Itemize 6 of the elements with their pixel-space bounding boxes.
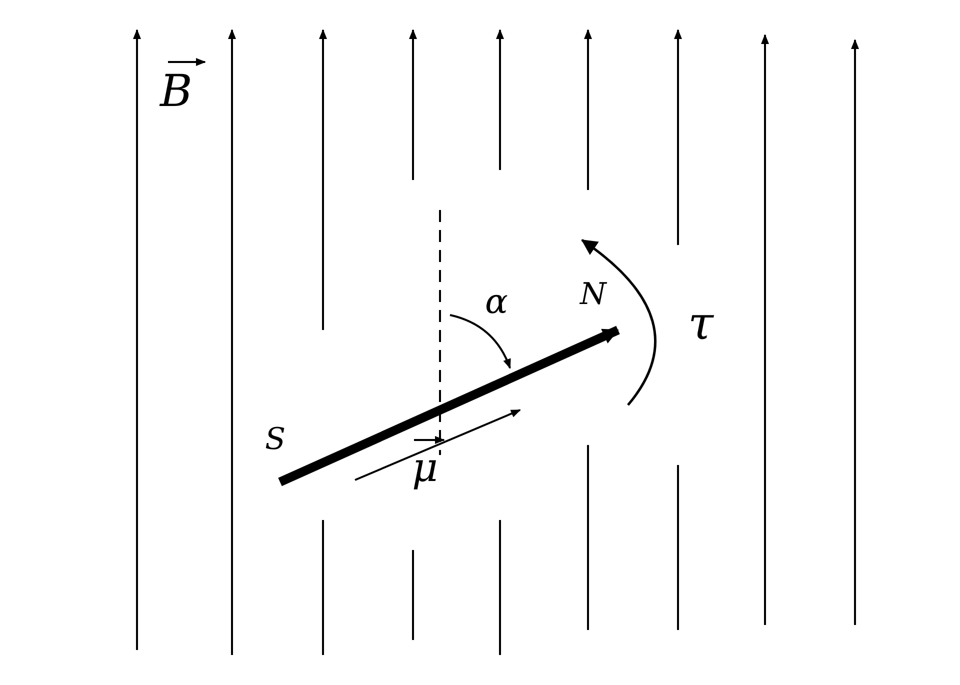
field-label: B	[160, 70, 192, 114]
torque-label: τ	[688, 300, 714, 346]
moment-label: μ	[412, 448, 438, 488]
pole-label: N	[580, 280, 606, 310]
angle-label: α	[485, 285, 508, 319]
pole-label: S	[265, 425, 286, 455]
